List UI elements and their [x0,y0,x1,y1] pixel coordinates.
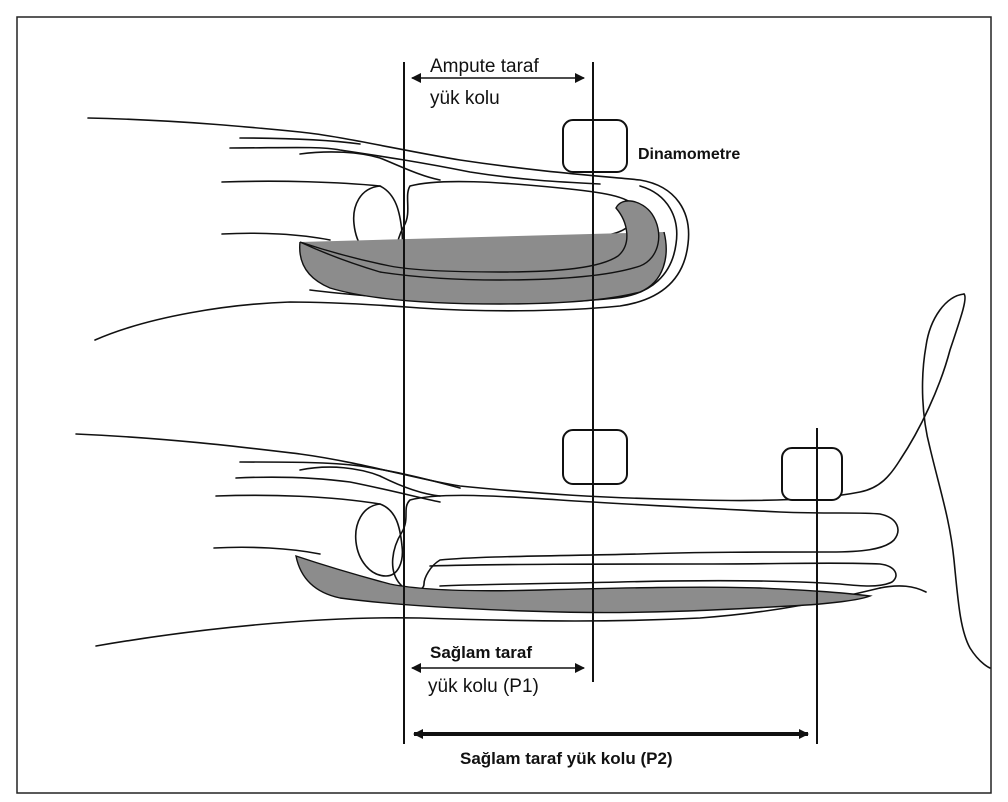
healthy-femur [393,495,898,590]
healthy-foot [923,294,990,668]
amputee-lever-label-line2: yük kolu [430,88,500,109]
amputee-muscle-shading [300,201,666,304]
healthy-p1-label-line2: yük kolu (P1) [428,676,539,697]
healthy-p2-label: Sağlam taraf yük kolu (P2) [460,749,673,768]
amputee-tendon-lines [230,148,600,185]
healthy-dynamometer-box-p2 [782,448,842,500]
healthy-tibia [430,563,896,586]
dynamometer-label: Dinamometre [638,146,740,163]
amputee-lever-label-line1: Ampute taraf [430,56,539,77]
amputee-dynamometer-box [563,120,627,172]
healthy-p1-label-line1: Sağlam taraf [430,643,532,662]
healthy-patella [356,504,403,576]
healthy-dynamometer-box-p1 [563,430,627,484]
